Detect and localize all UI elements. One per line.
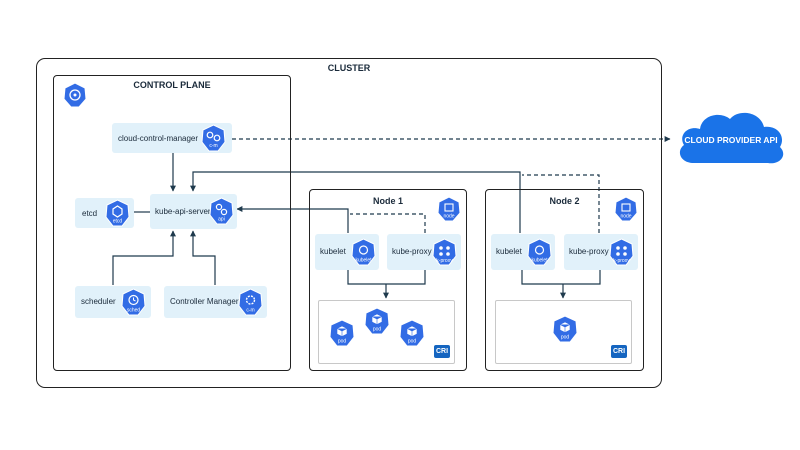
etcd-label: etcd — [82, 209, 98, 218]
cloud-icon — [679, 112, 784, 164]
node-2-cri-badge: CRI — [611, 345, 627, 358]
node-1-icon: node — [437, 196, 461, 222]
cloud-provider-api[interactable]: CLOUD PROVIDER API — [672, 105, 790, 175]
kube-api-server-icon: api — [209, 197, 234, 225]
node-2-icon: node — [614, 196, 638, 222]
node-1-cri-badge: CRI — [434, 345, 450, 358]
node-2-pod-1-icon[interactable]: pod — [552, 315, 578, 343]
controller-manager-label: Controller Manager — [170, 297, 239, 306]
node-1-kubelet-icon: kubelet — [351, 238, 376, 266]
ccm-kubernetes-icon: c-m — [201, 124, 226, 152]
node-1-kube-proxy-label: kube-proxy — [392, 247, 432, 256]
node-2-kube-proxy-icon: k-proxy — [609, 238, 634, 266]
kube-api-server-label: kube-api-server — [155, 207, 211, 216]
svg-text:k-proxy: k-proxy — [436, 258, 453, 264]
node-1-kubelet-label: kubelet — [320, 247, 346, 256]
node-1-pod-2-icon[interactable]: pod — [364, 307, 390, 335]
node-1-pod-1-icon[interactable]: pod — [329, 319, 355, 347]
scheduler-to-api-line — [112, 230, 176, 285]
svg-text:c-m: c-m — [209, 143, 217, 149]
controller-manager-icon: c-m — [238, 288, 263, 316]
svg-text:kubelet: kubelet — [531, 258, 548, 264]
svg-text:kubelet: kubelet — [355, 258, 372, 264]
kubernetes-wheel-icon — [63, 82, 87, 108]
svg-text:node: node — [620, 214, 631, 220]
svg-text:c-m: c-m — [246, 308, 254, 314]
node-1-frame: Node 1 — [309, 189, 467, 371]
svg-text:node: node — [443, 214, 454, 220]
node-2-kubelet-icon: kubelet — [527, 238, 552, 266]
etcd-icon: etcd — [105, 199, 130, 227]
ccm-label: cloud-control-manager — [118, 134, 199, 143]
svg-text:pod: pod — [338, 339, 347, 345]
svg-text:pod: pod — [561, 335, 570, 341]
svg-text:api: api — [218, 217, 225, 223]
node-1-title: Node 1 — [372, 196, 403, 206]
api-to-node2-kubelet-line — [190, 171, 521, 233]
cloud-provider-label: CLOUD PROVIDER API — [684, 135, 777, 145]
svg-text:pod: pod — [408, 339, 417, 345]
control-plane-frame: CONTROL PLANE — [53, 75, 291, 371]
node-2-kube-proxy-label: kube-proxy — [569, 247, 609, 256]
scheduler-label: scheduler — [81, 297, 116, 306]
node-2-frame: Node 2 — [485, 189, 644, 371]
scheduler-icon: sched — [121, 288, 146, 316]
control-plane-title: CONTROL PLANE — [133, 80, 211, 90]
cm-to-api-line — [190, 230, 216, 285]
cluster-frame: CLUSTER — [36, 58, 662, 388]
node-1-kube-proxy-icon: k-proxy — [432, 238, 457, 266]
svg-text:sched: sched — [127, 308, 141, 314]
node-2-kubelet-label: kubelet — [496, 247, 522, 256]
svg-text:k-proxy: k-proxy — [613, 258, 630, 264]
svg-text:etcd: etcd — [113, 219, 123, 225]
cluster-title: CLUSTER — [327, 63, 371, 73]
node-1-pod-3-icon[interactable]: pod — [399, 319, 425, 347]
node-2-title: Node 2 — [549, 196, 580, 206]
node1-kubelet-to-api-line — [236, 206, 349, 233]
node2-to-pods-line — [521, 270, 601, 285]
node2-proxy-dashed-line — [522, 174, 600, 233]
svg-text:pod: pod — [373, 327, 382, 333]
